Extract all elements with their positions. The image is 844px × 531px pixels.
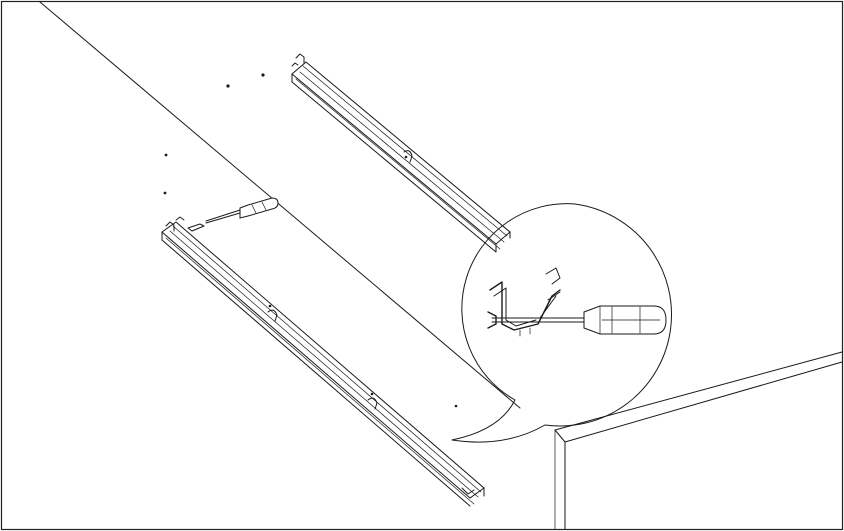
screw-hole	[163, 191, 167, 195]
room-corner-lines	[39, 1, 843, 530]
rail-lower	[161, 216, 485, 507]
screw-hole	[164, 153, 168, 157]
screw-hole	[454, 404, 458, 408]
detail-callout	[451, 203, 672, 443]
screw-hole	[261, 73, 265, 77]
rail-upper	[291, 53, 511, 253]
screw-hole	[226, 84, 230, 88]
screw-holes	[163, 73, 458, 408]
screwdriver-icon	[187, 197, 279, 232]
